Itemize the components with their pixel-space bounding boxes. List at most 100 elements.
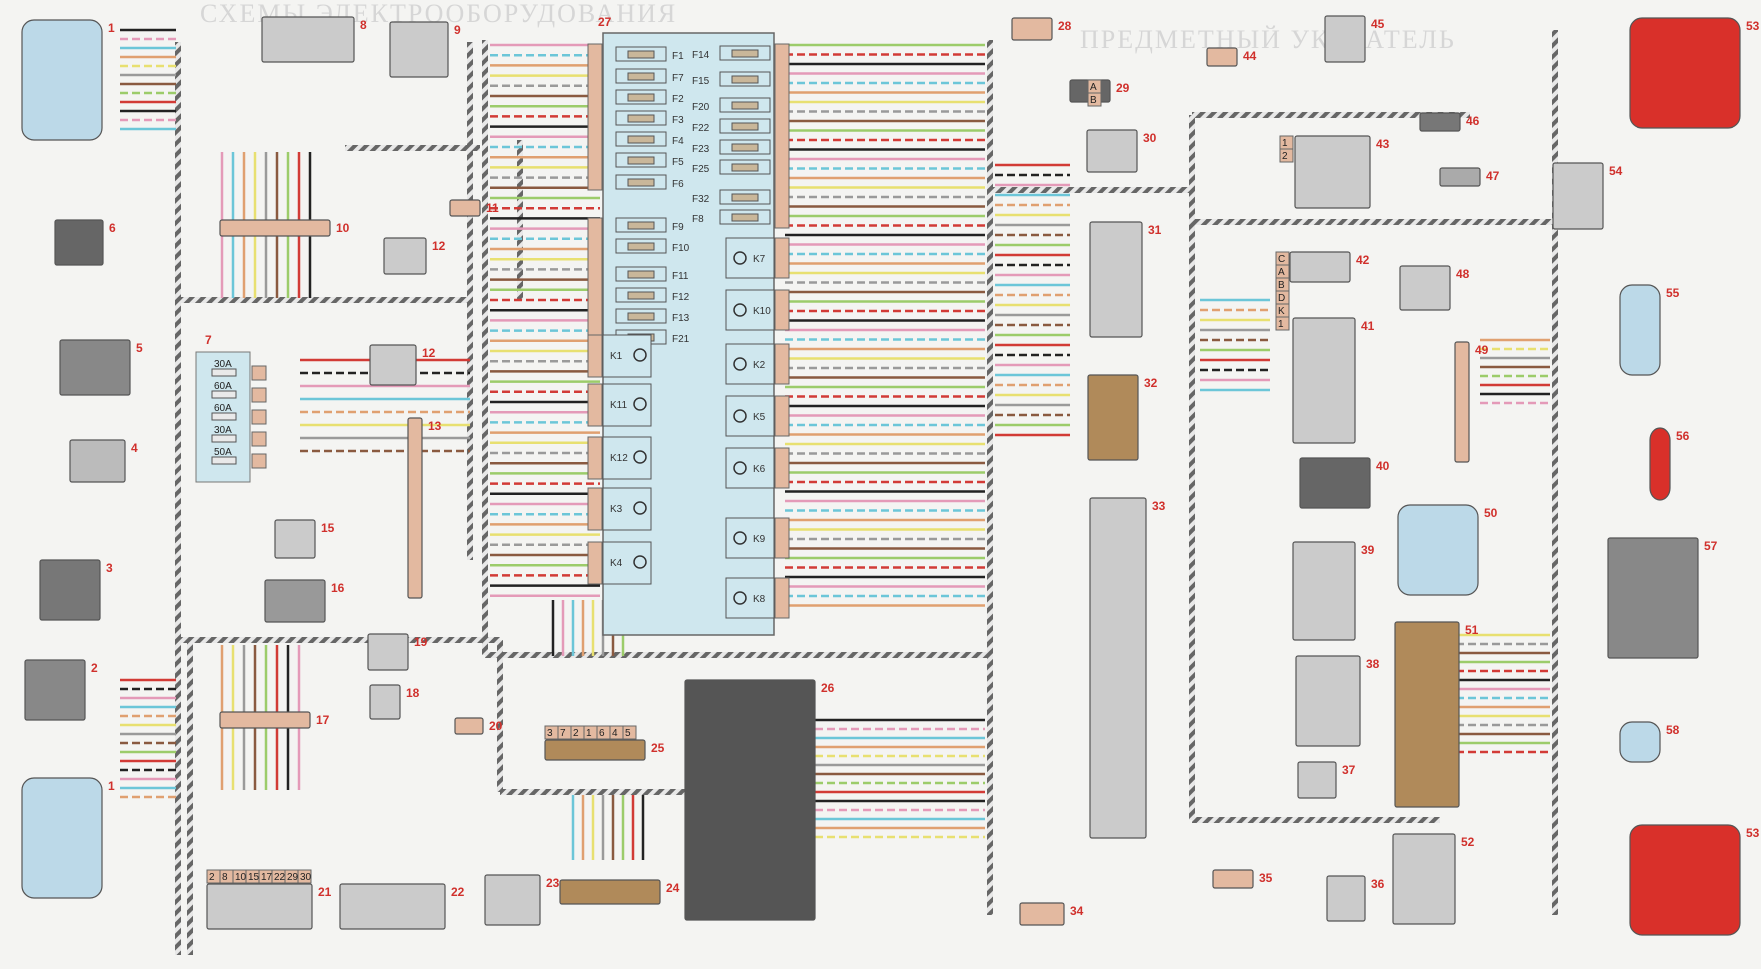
component-label-8: 8 [360,18,367,32]
fuse-f9 [615,217,667,233]
component-body [1552,162,1604,230]
fusebox-connector-right [774,43,790,229]
component-6: 6 [54,219,116,266]
fuse-element [731,163,759,172]
fuse-label: F2 [672,94,684,105]
fuse-f1 [615,46,667,62]
component-label-24: 24 [666,881,680,895]
fuse-f3 [615,110,667,126]
component-body [206,883,313,930]
component-50: 50 [1397,504,1498,596]
component-39: 39 [1292,541,1375,641]
background-heading-right: ПРЕДМЕТНЫЙ УКАЗАТЕЛЬ [1080,25,1456,54]
pin-label: 29 [287,872,299,883]
power-fuse [211,456,237,465]
component-label-40: 40 [1376,459,1390,473]
relay-label: K5 [753,412,766,423]
component-label-48: 48 [1456,267,1470,281]
component-body [1295,655,1361,747]
component-label-12: 12 [422,346,436,360]
component-label-35: 35 [1259,871,1273,885]
fuse-element [627,178,655,187]
power-fuse [211,434,237,443]
relay-label: K12 [610,453,628,464]
component-label-58: 58 [1666,723,1680,737]
relay-connector [774,395,790,437]
component-label-27: 27 [598,15,612,29]
component-body [1394,621,1460,808]
fuse-element [627,156,655,165]
pin-box [622,725,637,740]
fuse-element [731,213,759,222]
component-label-10: 10 [336,221,350,235]
component-11: 11 [449,199,499,217]
relay-connector [774,447,790,489]
power-fuse-rating: 30A [214,425,232,436]
component-label-36: 36 [1371,877,1385,891]
relay-connector [774,343,790,385]
pin-box [1275,316,1290,331]
component-20: 20 [454,717,503,735]
component-label-51: 51 [1465,623,1479,637]
relay-label: K4 [610,558,623,569]
component-label-26: 26 [821,681,835,695]
component-label-6: 6 [109,221,116,235]
relay-connector [774,577,790,619]
component-body [21,777,103,899]
ignition-15-icon [633,555,647,569]
fuse-f15 [719,71,771,87]
component-37: 37 [1297,761,1356,799]
component-label-53: 53 [1746,826,1760,840]
power-fuse-rating: 60A [214,381,232,392]
component-body [1086,129,1138,173]
component-17: 17 [219,711,330,729]
component-35: 35 [1212,869,1273,889]
component-57: 57 [1607,537,1718,659]
component-label-54: 54 [1609,164,1623,178]
component-body [407,417,423,599]
pin-box [1087,92,1102,107]
component-46: 46 [1419,112,1480,132]
fuse-label: F21 [672,334,690,345]
component-body [1019,902,1065,926]
component-3: 3 [39,559,113,621]
relay-label: K9 [753,534,766,545]
component-label-41: 41 [1361,319,1375,333]
component-label-42: 42 [1356,253,1370,267]
horn-icon [733,591,747,605]
component-body [389,21,449,78]
fuse-f22 [719,118,771,134]
component-body [1206,47,1238,67]
component-38: 38 [1295,655,1380,747]
power-fuse-connector [251,431,267,447]
component-label-53: 53 [1746,19,1760,33]
component-4: 4 [69,439,138,483]
pin-label: 3 [547,728,553,739]
fuse-f12 [615,287,667,303]
component-label-45: 45 [1371,17,1385,31]
hazard-icon [733,409,747,423]
relay-label: K8 [753,594,766,605]
fuse-f2 [615,89,667,105]
power-fuse-rating: 30A [214,359,232,370]
component-body [454,717,484,735]
component-body [69,439,126,483]
component-body [1397,504,1479,596]
component-label-3: 3 [106,561,113,575]
component-body [1212,869,1254,889]
component-40: 40 [1299,457,1390,509]
component-label-44: 44 [1243,49,1257,63]
component-12a: 12 [383,237,446,275]
component-label-47: 47 [1486,169,1500,183]
component-label-43: 43 [1376,137,1390,151]
component-body [559,879,661,905]
component-label-37: 37 [1342,763,1356,777]
fuse-label: F4 [672,136,684,147]
component-label-55: 55 [1666,286,1680,300]
fuse-label: F10 [672,243,690,254]
fuse-label: F20 [692,102,710,113]
relay-connector [587,487,603,531]
relay-k9 [725,517,775,559]
component-label-34: 34 [1070,904,1084,918]
fuse-f6 [615,174,667,190]
